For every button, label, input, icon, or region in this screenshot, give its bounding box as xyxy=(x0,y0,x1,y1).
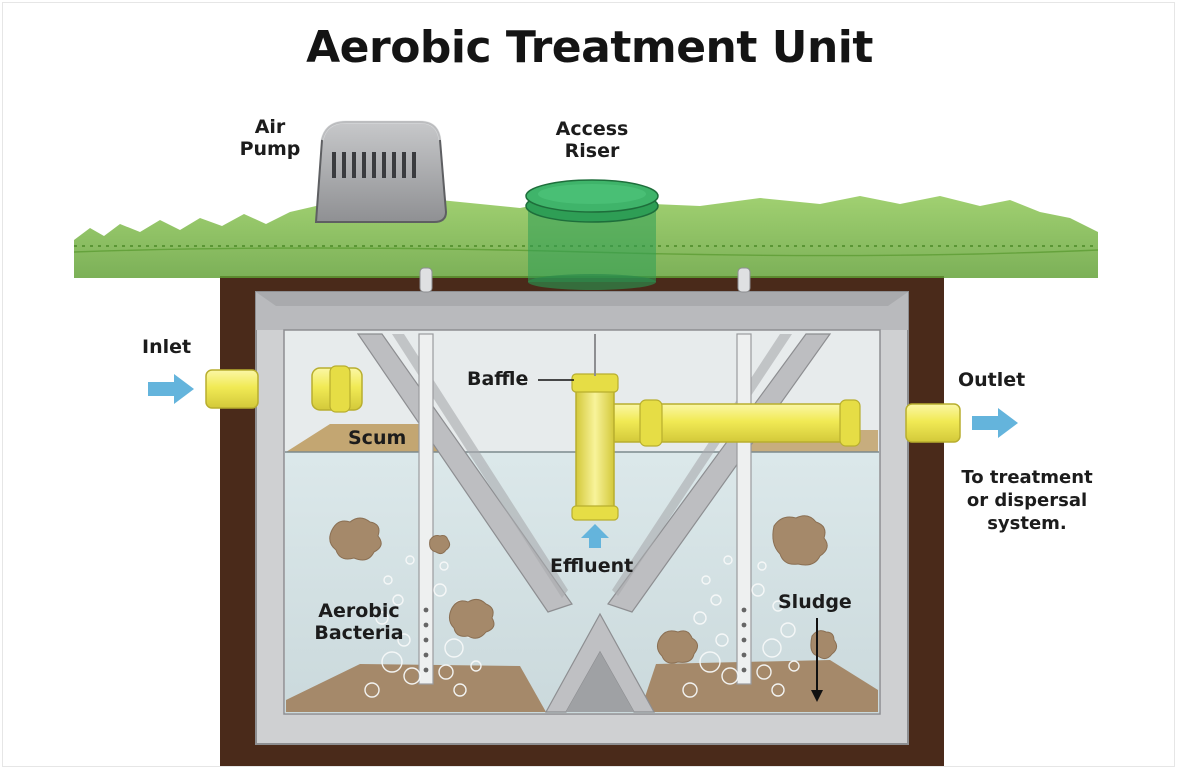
air-pump xyxy=(314,120,448,223)
aeration-tube-left xyxy=(418,333,434,685)
diffuser-holes xyxy=(423,607,747,673)
arrow-right-icon xyxy=(972,408,1018,438)
label-inlet: Inlet xyxy=(142,336,192,358)
outlet-pipe-internal xyxy=(599,403,853,443)
effluent-baffle-tee xyxy=(575,383,615,517)
diagram-title: Aerobic Treatment Unit xyxy=(306,22,873,73)
label-outlet: Outlet xyxy=(958,369,1026,391)
label-air-pump: Air Pump xyxy=(239,116,301,160)
arrow-up-icon xyxy=(581,524,609,548)
access-riser xyxy=(525,179,659,290)
label-effluent: Effluent xyxy=(550,555,634,577)
label-sludge: Sludge xyxy=(778,591,852,613)
bacteria-clumps xyxy=(329,515,838,664)
label-aerobic-bacteria: Aerobic Bacteria xyxy=(314,600,404,644)
settling-baffle-left xyxy=(356,333,573,613)
inlet-pipe xyxy=(205,369,259,409)
label-access-riser: Access Riser xyxy=(555,118,629,162)
outlet-pipe xyxy=(905,403,961,443)
sludge-layer-left xyxy=(286,664,546,712)
label-baffle: Baffle xyxy=(467,368,529,390)
aeration-tube-right xyxy=(736,333,752,685)
scum-layer xyxy=(286,424,446,452)
pump-vent-grille xyxy=(332,152,416,178)
label-scum: Scum xyxy=(348,427,407,449)
arrow-down-icon xyxy=(811,618,823,702)
arrow-right-icon xyxy=(148,374,194,404)
label-outlet-destination: To treatment or dispersal system. xyxy=(961,467,1093,534)
